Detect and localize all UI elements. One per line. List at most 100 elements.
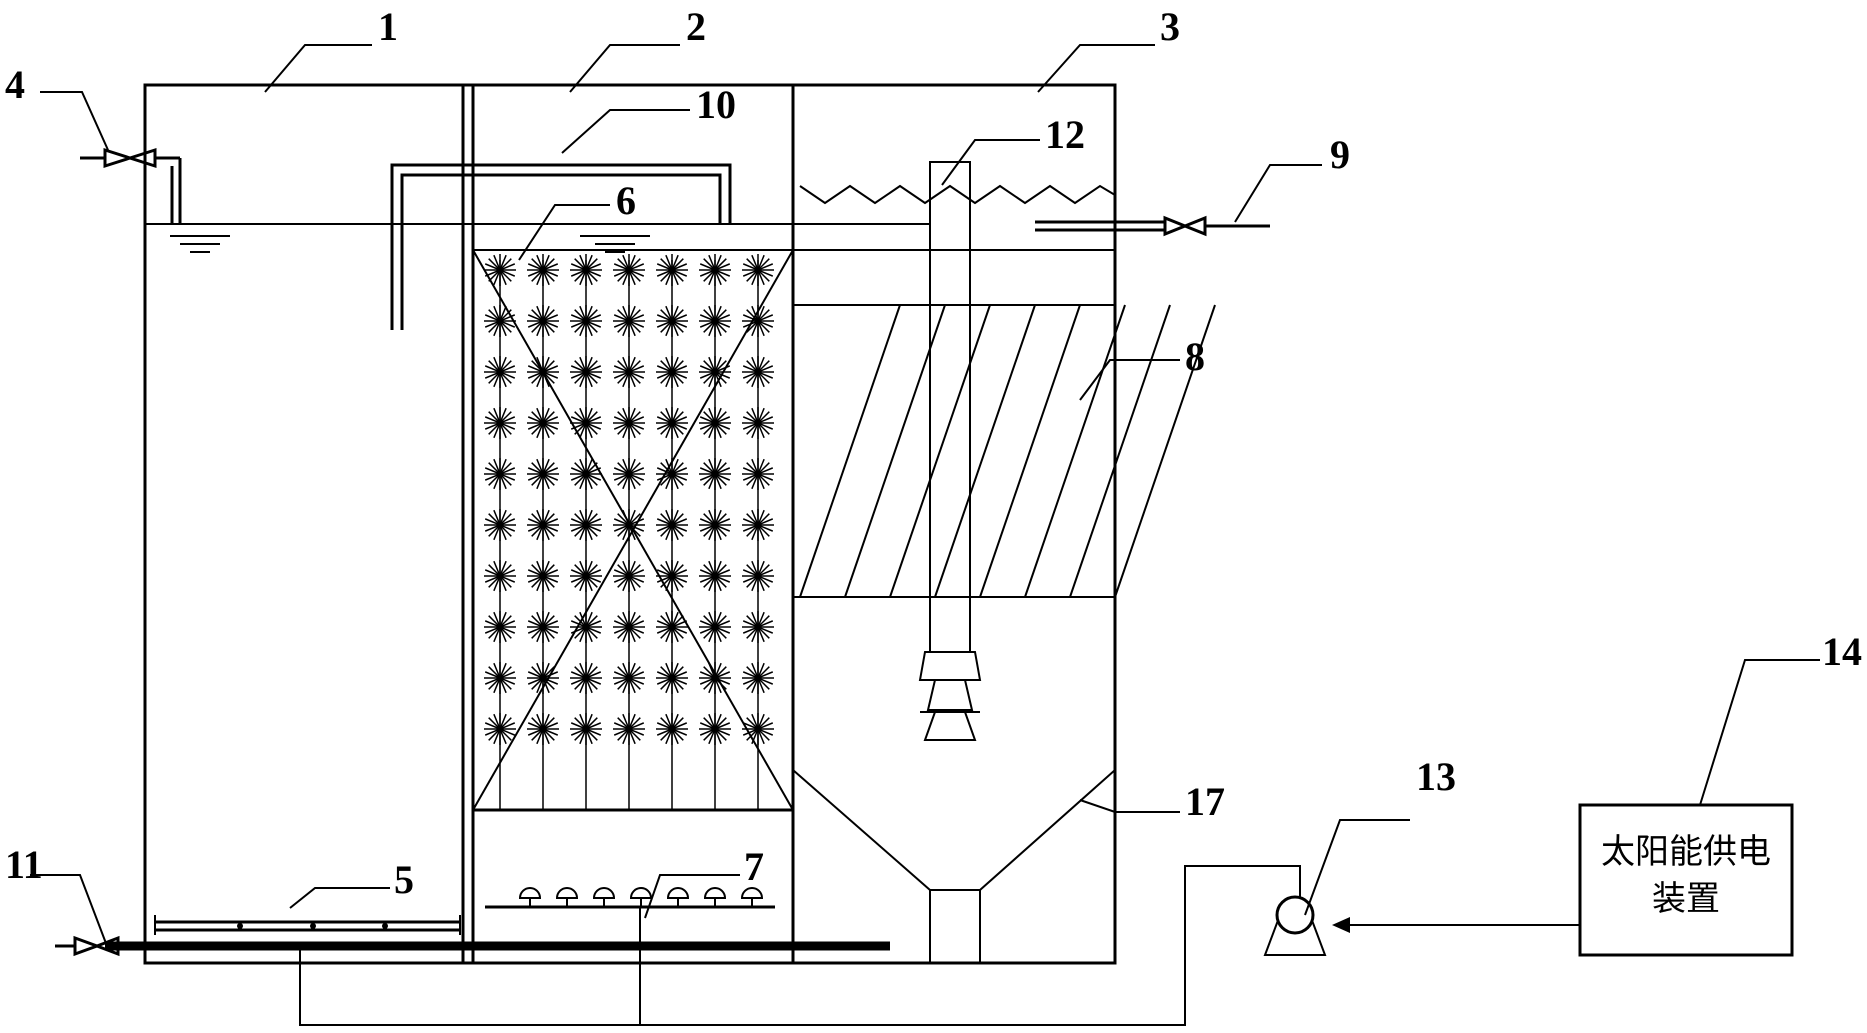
carrier-fiber xyxy=(613,467,645,481)
carrier-fiber xyxy=(742,365,774,379)
label-3: 3 xyxy=(1160,4,1180,49)
blower-13 xyxy=(1263,895,1327,956)
carrier-fiber xyxy=(613,416,645,430)
settler-hatch-line xyxy=(889,304,991,598)
carrier-fiber xyxy=(656,416,688,430)
aerator-head xyxy=(666,887,690,907)
carrier-fiber xyxy=(484,518,516,532)
aerator-head xyxy=(703,887,727,907)
carrier-fiber xyxy=(570,314,602,328)
sludge-pipe-11 xyxy=(55,935,890,957)
inclined-tube-settler-8 xyxy=(792,304,1116,598)
label-5: 5 xyxy=(394,857,414,902)
carrier-fiber xyxy=(656,620,688,634)
effluent-pipe-9 xyxy=(1035,215,1270,237)
carrier-fiber xyxy=(527,569,559,583)
aerator-head xyxy=(518,887,542,907)
carrier-fiber xyxy=(613,263,645,277)
settler-hatch-line xyxy=(1024,304,1126,598)
carrier-fiber xyxy=(570,671,602,685)
carrier-fiber xyxy=(742,620,774,634)
sludge-hopper-17 xyxy=(792,769,1116,964)
label-13: 13 xyxy=(1416,754,1456,799)
label-11: 11 xyxy=(5,842,43,887)
carrier-fiber xyxy=(527,671,559,685)
carrier-fiber xyxy=(699,569,731,583)
water-surface xyxy=(145,223,930,253)
carrier-fiber xyxy=(699,365,731,379)
carrier-fiber xyxy=(742,722,774,736)
carrier-fiber xyxy=(527,722,559,736)
carrier-fiber xyxy=(699,518,731,532)
carrier-fiber xyxy=(570,518,602,532)
carrier-fiber xyxy=(484,416,516,430)
solar-box-line2: 装置 xyxy=(1652,879,1720,919)
carrier-fiber xyxy=(613,722,645,736)
carrier-fiber xyxy=(527,467,559,481)
solar-power-box: 太阳能供电 装置 xyxy=(1578,803,1794,957)
carrier-fiber xyxy=(484,365,516,379)
carrier-fiber xyxy=(742,467,774,481)
carrier-fiber xyxy=(527,365,559,379)
carrier-fiber xyxy=(527,416,559,430)
aerator-head xyxy=(629,887,653,907)
carrier-fiber xyxy=(656,365,688,379)
carrier-fiber xyxy=(570,620,602,634)
label-14: 14 xyxy=(1822,629,1862,674)
settler-hatch-line xyxy=(1069,304,1171,598)
settler-hatch-line xyxy=(844,304,946,598)
label-17: 17 xyxy=(1185,779,1225,824)
carrier-fiber xyxy=(570,569,602,583)
overflow-weir xyxy=(793,184,1116,251)
carrier-fiber xyxy=(570,365,602,379)
aerator-head xyxy=(740,887,764,907)
carrier-fiber xyxy=(613,671,645,685)
label-4: 4 xyxy=(5,62,25,107)
label-2: 2 xyxy=(686,4,706,49)
aerator-heads xyxy=(518,887,764,907)
carrier-fiber xyxy=(613,518,645,532)
carrier-fiber xyxy=(484,467,516,481)
leader-lines xyxy=(30,44,1820,947)
carrier-fiber xyxy=(656,671,688,685)
carrier-fiber xyxy=(570,416,602,430)
carrier-fiber xyxy=(656,569,688,583)
carrier-fiber xyxy=(656,518,688,532)
carrier-fiber xyxy=(742,263,774,277)
carrier-fiber xyxy=(570,467,602,481)
air-manifold xyxy=(299,865,1301,1026)
carrier-fiber xyxy=(656,722,688,736)
carrier-fiber xyxy=(656,467,688,481)
carrier-fiber xyxy=(742,416,774,430)
settler-hatch-line xyxy=(934,304,1036,598)
carrier-fiber xyxy=(699,314,731,328)
settler-hatch-line xyxy=(1114,304,1216,598)
label-12: 12 xyxy=(1045,112,1085,157)
biofilm-carrier-grid xyxy=(484,254,774,810)
transfer-pipe-10 xyxy=(390,163,732,330)
carrier-fiber xyxy=(484,569,516,583)
label-9: 9 xyxy=(1330,132,1350,177)
label-7: 7 xyxy=(744,844,764,889)
carrier-fiber xyxy=(699,671,731,685)
aerator-head xyxy=(592,887,616,907)
power-arrow xyxy=(1332,917,1580,933)
carrier-fiber xyxy=(699,416,731,430)
carrier-fiber xyxy=(484,314,516,328)
carrier-fiber xyxy=(484,620,516,634)
carrier-fiber xyxy=(527,620,559,634)
carrier-fiber xyxy=(613,620,645,634)
carrier-fiber xyxy=(742,314,774,328)
carrier-fiber xyxy=(699,722,731,736)
carrier-fiber xyxy=(484,722,516,736)
carrier-fiber xyxy=(527,518,559,532)
part-labels: 1 2 3 4 5 6 7 8 9 10 12 11 13 14 17 xyxy=(5,4,1862,902)
carrier-fiber xyxy=(613,365,645,379)
carrier-fiber xyxy=(742,569,774,583)
carrier-fiber xyxy=(570,263,602,277)
settler-hatching xyxy=(799,304,1216,598)
carrier-fiber xyxy=(742,671,774,685)
carrier-fiber xyxy=(656,314,688,328)
aerator-head xyxy=(555,887,579,907)
